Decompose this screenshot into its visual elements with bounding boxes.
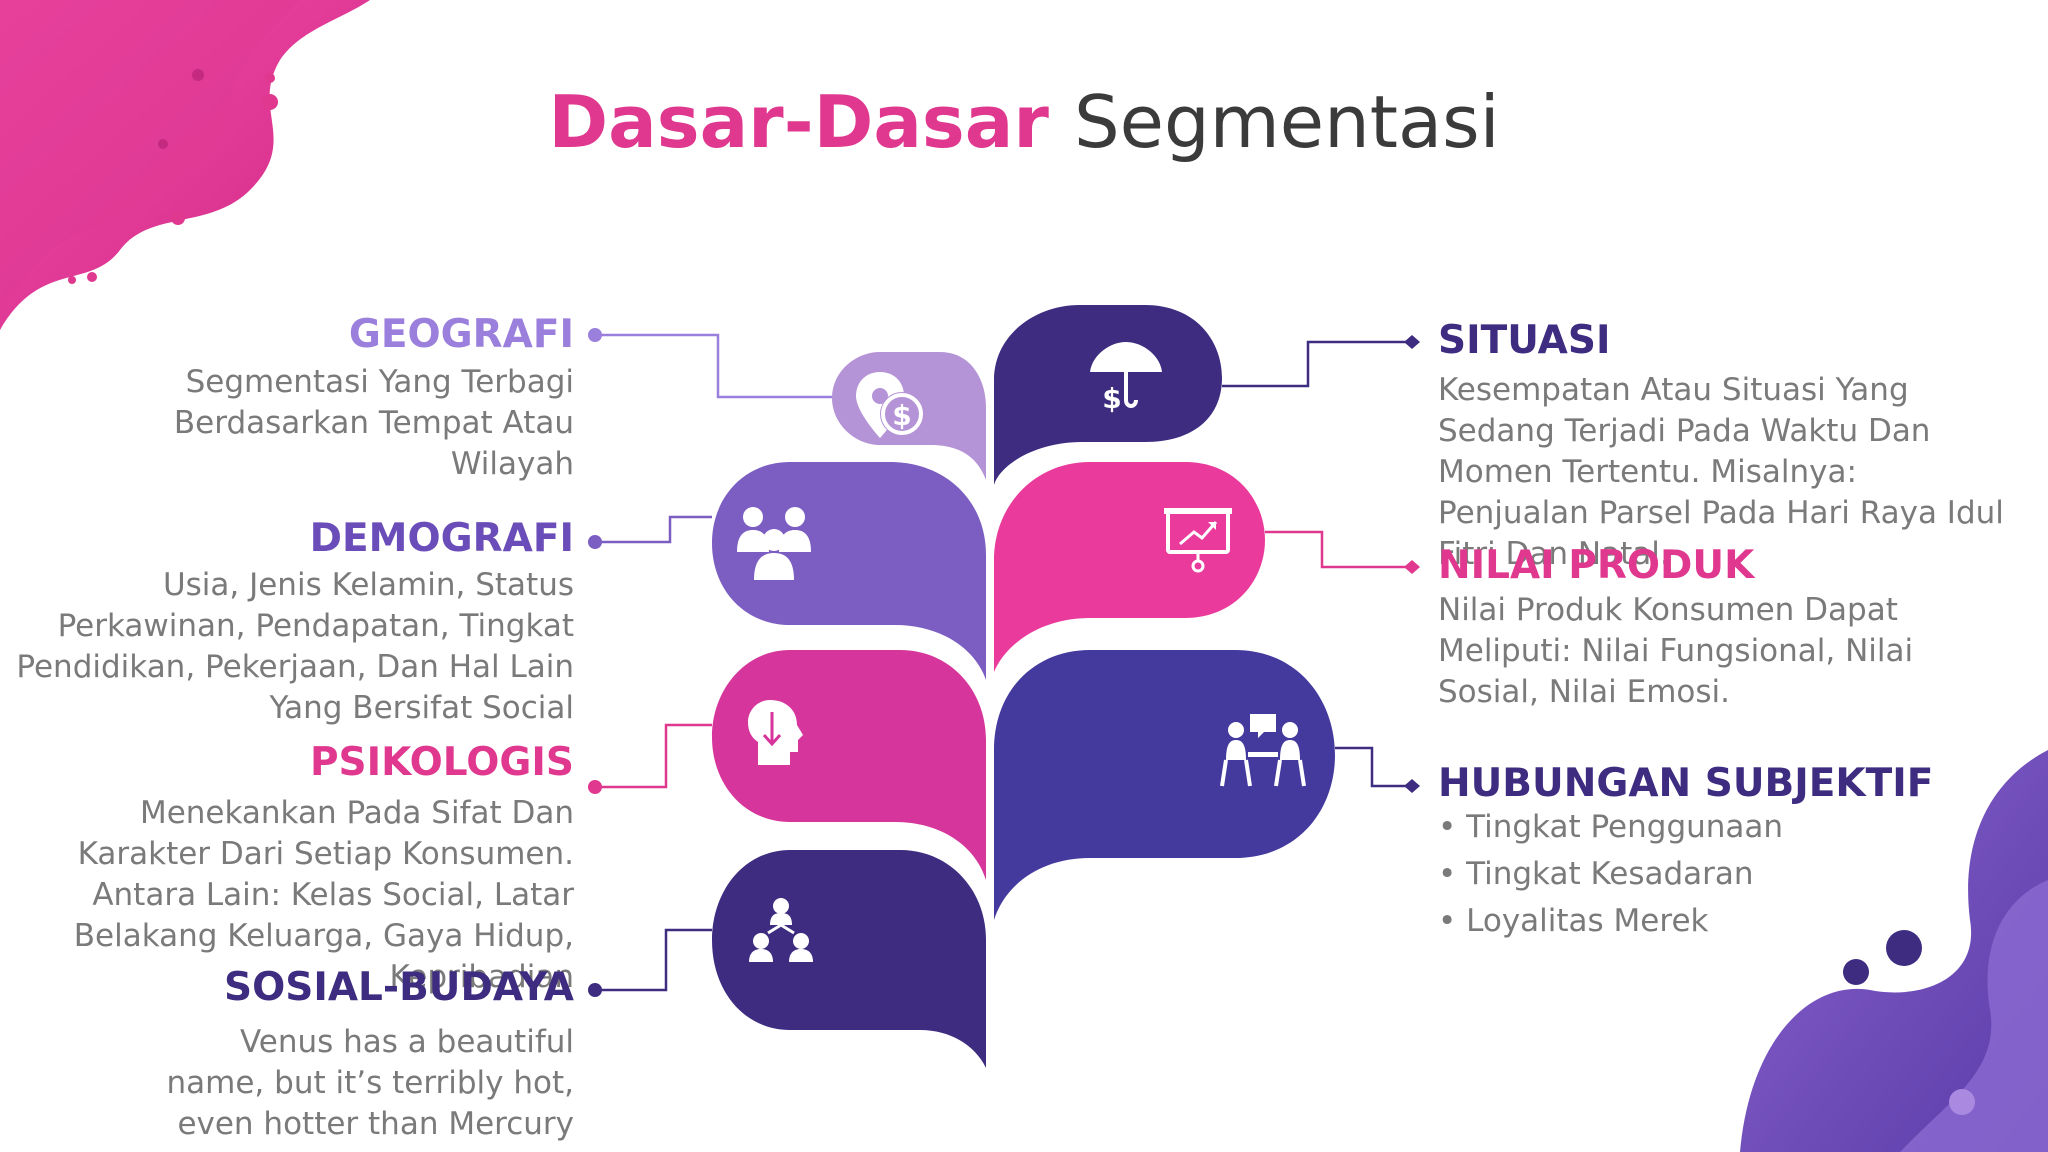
umbrella-dollar-icon: $ (1090, 342, 1162, 415)
connector-hubungan (1335, 746, 1412, 788)
svg-text:$: $ (1102, 382, 1121, 415)
connector-sosial-budaya (595, 928, 712, 992)
heading-nilai-produk: NILAI PRODUK (1438, 543, 1755, 588)
text-demografi: Usia, Jenis Kelamin, Status Perkawinan, … (16, 567, 574, 726)
leaf-nilai-produk (994, 462, 1265, 672)
connector-arrow-nilai-produk (1404, 560, 1420, 574)
page-title: Dasar-Dasar Segmentasi (0, 80, 2048, 164)
connector-psikologis (595, 723, 712, 789)
dot (68, 276, 76, 284)
dot (1843, 959, 1869, 985)
svg-text:$: $ (892, 399, 911, 432)
text-nilai-produk: Nilai Produk Konsumen Dapat Meliputi: Ni… (1438, 592, 1914, 710)
people-group-icon (737, 507, 811, 580)
connector-arrow-situasi (1404, 335, 1420, 349)
heading-geografi: GEOGRAFI (348, 312, 574, 357)
heading-sosial-budaya: SOSIAL-BUDAYA (224, 965, 574, 1010)
connector-arrow-hubungan (1404, 779, 1420, 793)
text-sosial-budaya: Venus has a beautiful name, but it’s ter… (166, 1024, 574, 1142)
heading-hubungan-subjektif: HUBUNGAN SUBJEKTIF (1438, 761, 1934, 806)
dot (265, 73, 275, 83)
presentation-chart-icon (1164, 508, 1232, 573)
dot (1949, 1089, 1975, 1115)
hierarchy-people-icon (749, 898, 813, 962)
connector-dot-geografi (588, 328, 602, 342)
dot (158, 139, 168, 149)
heading-demografi: DEMOGRAFI (309, 516, 574, 561)
brain-icon (748, 700, 803, 765)
connector-demografi (595, 515, 712, 544)
connector-dot-demografi (588, 535, 602, 549)
leaf-hubungan-subjektif (994, 650, 1335, 920)
dot (192, 69, 204, 81)
text-geografi: Segmentasi Yang Terbagi Berdasarkan Temp… (173, 364, 574, 482)
dot (171, 211, 185, 225)
text-situasi: Kesempatan Atau Situasi Yang Sedang Terj… (1438, 372, 2004, 572)
connector-nilai-produk (1265, 530, 1412, 569)
title-accent: Dasar-Dasar (548, 80, 1049, 164)
meeting-icon (1220, 714, 1306, 787)
leaf-psikologis (712, 650, 986, 880)
bottom-right-blob (1740, 750, 2048, 1152)
bottom-right-blob-light (1900, 880, 2048, 1152)
list-hubungan-subjektif: • Tingkat Penggunaan • Tingkat Kesadaran… (1438, 806, 1938, 947)
list-item: • Loyalitas Merek (1438, 903, 1709, 939)
connector-geografi (595, 333, 832, 399)
top-left-blob-inner (0, 0, 300, 310)
dot (87, 272, 97, 282)
leaf-demografi (712, 462, 986, 680)
connector-situasi (1222, 340, 1412, 388)
dot (262, 94, 278, 110)
list-item: • Tingkat Kesadaran (1438, 856, 1754, 892)
dot (1886, 930, 1922, 966)
leaf-situasi (994, 305, 1222, 485)
list-item: • Tingkat Penggunaan (1438, 809, 1784, 845)
connector-dot-sosial-budaya (588, 983, 602, 997)
location-dollar-icon: $ (856, 372, 924, 438)
heading-psikologis: PSIKOLOGIS (309, 740, 574, 785)
title-rest: Segmentasi (1073, 80, 1500, 164)
connector-dot-psikologis (588, 780, 602, 794)
text-psikologis: Menekankan Pada Sifat Dan Karakter Dari … (73, 795, 574, 995)
heading-situasi: SITUASI (1438, 318, 1611, 363)
